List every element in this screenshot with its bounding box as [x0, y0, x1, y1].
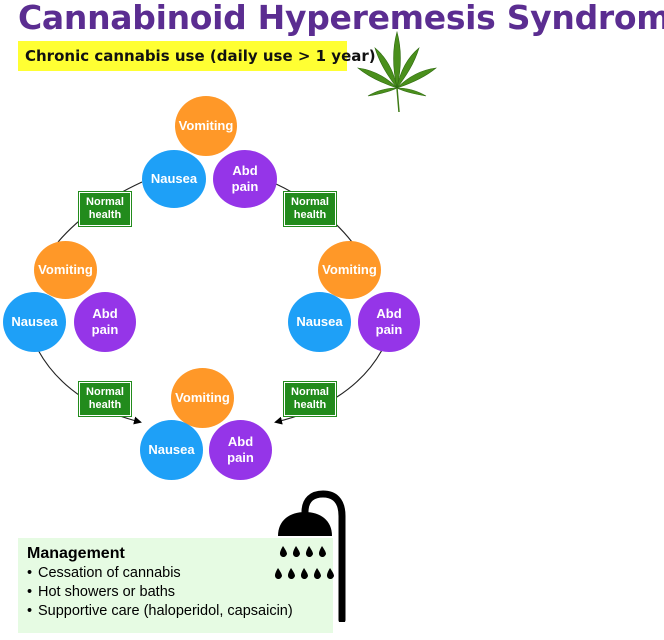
management-item: Supportive care (haloperidol, capsaicin) — [27, 602, 324, 621]
cannabis-leaf-icon — [357, 30, 437, 113]
abd-pain-circle: Abd pain — [74, 292, 136, 352]
connector-right-bottom — [274, 349, 383, 425]
abd-pain-circle: Abd pain — [213, 150, 277, 208]
normal-health-badge: Normal health — [79, 192, 131, 226]
shower-icon — [274, 490, 346, 622]
vomiting-circle: Vomiting — [171, 368, 234, 428]
subtitle-banner: Chronic cannabis use (daily use > 1 year… — [18, 41, 376, 71]
abd-pain-circle: Abd pain — [209, 420, 272, 480]
vomiting-circle: Vomiting — [34, 241, 97, 299]
management-item: Cessation of cannabis — [27, 564, 324, 583]
nausea-circle: Nausea — [142, 150, 206, 208]
nausea-circle: Nausea — [3, 292, 66, 352]
normal-health-badge: Normal health — [284, 382, 336, 416]
management-item: Hot showers or baths — [27, 583, 324, 602]
nausea-circle: Nausea — [140, 420, 203, 480]
management-title: Management — [27, 545, 125, 562]
vomiting-circle: Vomiting — [175, 96, 237, 156]
vomiting-circle: Vomiting — [318, 241, 381, 299]
nausea-circle: Nausea — [288, 292, 351, 352]
normal-health-badge: Normal health — [79, 382, 131, 416]
page-title: Cannabinoid Hyperemesis Syndrome — [18, 0, 664, 37]
abd-pain-circle: Abd pain — [358, 292, 420, 352]
management-list: Cessation of cannabis Hot showers or bat… — [27, 564, 324, 621]
normal-health-badge: Normal health — [284, 192, 336, 226]
